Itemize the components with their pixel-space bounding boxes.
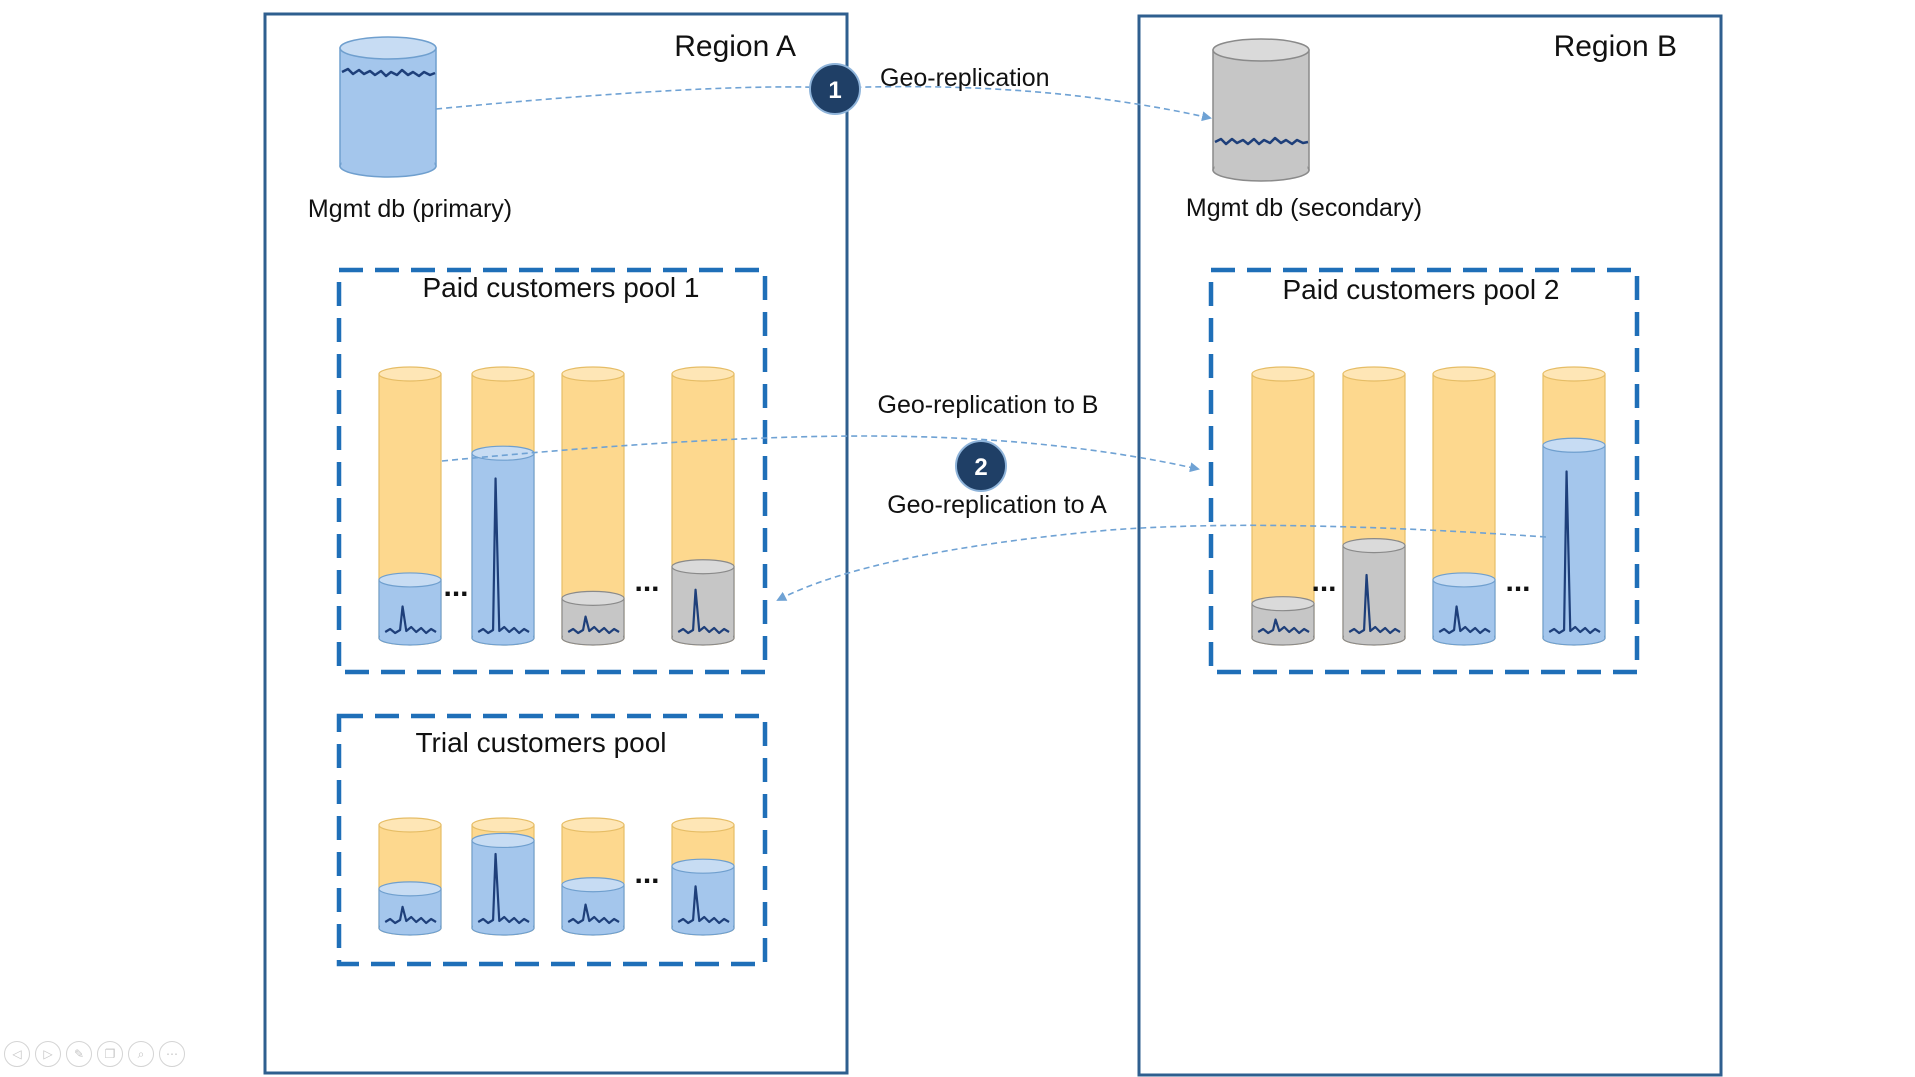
tenant-db-4 <box>671 366 735 646</box>
tenant-db-1 <box>378 817 442 936</box>
sparkline <box>341 67 436 78</box>
pen-button[interactable]: ✎ <box>66 1041 92 1067</box>
tenant-db-4 <box>1542 366 1606 646</box>
paid-pool-1-frame <box>336 267 768 675</box>
step-2-badge: 2 <box>955 440 1007 492</box>
paid-pool-2-more-2: ... <box>1505 565 1530 598</box>
geo-replication-arrow-to-a <box>776 524 1547 601</box>
zoom-button[interactable]: ⌕ <box>128 1041 154 1067</box>
region-a-title: Region A <box>674 30 796 63</box>
slides-button[interactable]: ❐ <box>97 1041 123 1067</box>
sparkline <box>477 852 530 925</box>
sparkline <box>477 477 530 635</box>
sparkline <box>1438 605 1491 635</box>
paid-pool-1-more-2: ... <box>634 565 659 598</box>
region-b: Region B <box>1137 14 1723 1077</box>
paid-pool-2-more-1: ... <box>1311 565 1336 598</box>
sparkline <box>677 588 730 635</box>
step-2-label-to-b: Geo-replication to B <box>878 391 1099 419</box>
sparkline <box>384 605 437 635</box>
tenant-db-2 <box>471 366 535 646</box>
mgmt-db-primary-cylinder <box>339 36 437 178</box>
geo-replication-arrow-to-b <box>441 435 1200 473</box>
sparkline <box>567 903 620 925</box>
mgmt-db-primary: Mgmt db (primary) <box>308 36 512 223</box>
region-b-frame <box>1137 14 1723 1077</box>
sparkline <box>384 905 437 925</box>
next-slide-button[interactable]: ▷ <box>35 1041 61 1067</box>
paid-pool-2-databases <box>1251 366 1606 646</box>
region-a-frame <box>263 12 849 1075</box>
slideshow-controls: ◁▷✎❐⌕⋯ <box>4 1041 185 1067</box>
sparkline <box>1214 136 1309 146</box>
tenant-db-1 <box>1251 366 1315 646</box>
tenant-db-1 <box>378 366 442 646</box>
mgmt-db-secondary-label: Mgmt db (secondary) <box>1186 194 1422 222</box>
region-a: Region A <box>263 12 849 1075</box>
step-1-badge: 1 <box>809 63 861 115</box>
tenant-db-2 <box>1342 366 1406 646</box>
paid-pool-2-title: Paid customers pool 2 <box>1282 274 1559 305</box>
mgmt-db-secondary-cylinder <box>1212 38 1310 182</box>
sparkline <box>567 615 620 635</box>
sparkline <box>1257 618 1310 635</box>
trial-pool-more: ... <box>634 857 659 890</box>
trial-pool-databases <box>378 817 735 936</box>
paid-pool-1-more-1: ... <box>443 570 468 603</box>
mgmt-db-secondary: Mgmt db (secondary) <box>1186 38 1422 222</box>
sparkline <box>1348 573 1401 635</box>
step-2-label-to-a: Geo-replication to A <box>887 491 1107 519</box>
step-2-number: 2 <box>974 454 987 481</box>
geo-replication-arrow-mgmt <box>435 85 1212 122</box>
region-b-title: Region B <box>1554 30 1677 63</box>
tenant-db-3 <box>561 366 625 646</box>
tenant-db-3 <box>1432 366 1496 646</box>
more-button[interactable]: ⋯ <box>159 1041 185 1067</box>
tenant-db-3 <box>561 817 625 936</box>
trial-pool-title: Trial customers pool <box>415 727 666 758</box>
sparkline <box>677 885 730 925</box>
step-1-label: Geo-replication <box>880 64 1050 92</box>
mgmt-db-primary-label: Mgmt db (primary) <box>308 195 512 223</box>
trial-pool-frame <box>336 713 768 967</box>
prev-slide-button[interactable]: ◁ <box>4 1041 30 1067</box>
step-1-number: 1 <box>828 77 841 104</box>
paid-pool-1-databases <box>378 366 735 646</box>
sparkline <box>1548 470 1601 635</box>
paid-pool-2-frame <box>1208 267 1640 675</box>
tenant-db-2 <box>471 817 535 936</box>
tenant-db-4 <box>671 817 735 936</box>
paid-pool-1-title: Paid customers pool 1 <box>422 272 699 303</box>
